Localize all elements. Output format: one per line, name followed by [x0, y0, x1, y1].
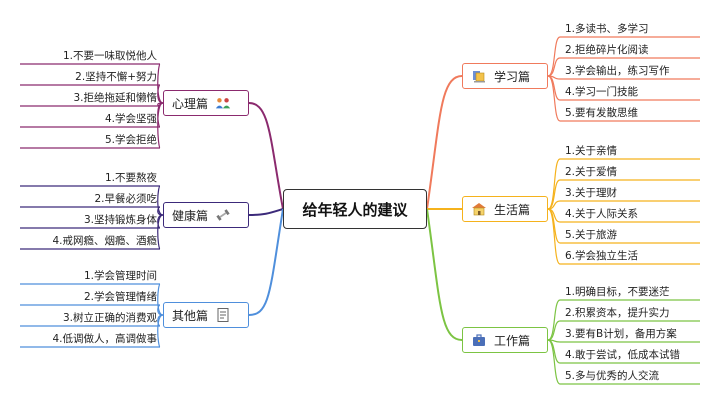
central-topic-label: 给年轻人的建议: [302, 200, 408, 219]
link-psych-1: [157, 63, 164, 104]
leaf-work-2[interactable]: 2.积累资本，提升实力: [565, 307, 670, 319]
leaf-other-4[interactable]: 4.低调做人，高调做事: [52, 333, 157, 345]
branch-health-label: 健康篇: [172, 208, 209, 223]
leaf-other-2[interactable]: 2.学会管理情绪: [83, 291, 157, 303]
connector-psych: [248, 102, 284, 210]
link-study-1: [547, 36, 561, 77]
house-icon: [471, 201, 487, 217]
link-work-5: [547, 339, 561, 385]
link-study-5: [547, 75, 561, 122]
leaf-study-4[interactable]: 4.学习一门技能: [565, 86, 639, 98]
leaf-health-4[interactable]: 4.戒网瘾、烟瘾、酒瘾: [52, 235, 157, 247]
leaf-health-1[interactable]: 1.不要熬夜: [104, 172, 157, 184]
branch-psych-label: 心理篇: [172, 96, 209, 111]
branch-other[interactable]: 其他篇: [163, 302, 249, 328]
branch-life[interactable]: 生活篇: [462, 196, 548, 222]
leaf-psych-4[interactable]: 4.学会坚强: [104, 113, 157, 125]
leaf-work-3[interactable]: 3.要有B计划，备用方案: [565, 328, 677, 340]
connector-work: [426, 208, 463, 341]
connector-other: [248, 208, 284, 316]
link-work-1: [547, 299, 561, 341]
link-other-1: [157, 283, 164, 316]
document-icon: [215, 307, 231, 323]
link-psych-5: [157, 102, 164, 149]
leaf-study-5[interactable]: 5.要有发散思维: [565, 107, 639, 119]
leaf-study-1[interactable]: 1.多读书、多学习: [565, 23, 649, 35]
branch-work-label: 工作篇: [494, 333, 531, 348]
branch-work[interactable]: 工作篇: [462, 327, 548, 353]
branch-study[interactable]: 学习篇: [462, 63, 548, 89]
leaf-study-2[interactable]: 2.拒绝碎片化阅读: [565, 44, 649, 56]
leaf-life-4[interactable]: 4.关于人际关系: [565, 208, 639, 220]
leaf-psych-1[interactable]: 1.不要一味取悦他人: [62, 50, 157, 62]
branch-study-label: 学习篇: [494, 69, 531, 84]
briefcase-icon: [471, 332, 487, 348]
leaf-psych-2[interactable]: 2.坚持不懈+努力: [75, 71, 157, 83]
people-icon: [215, 95, 231, 111]
leaf-work-5[interactable]: 5.多与优秀的人交流: [565, 370, 660, 382]
leaf-other-1[interactable]: 1.学会管理时间: [83, 270, 157, 282]
leaf-health-3[interactable]: 3.坚持锻炼身体: [83, 214, 157, 226]
branch-health[interactable]: 健康篇: [163, 202, 249, 228]
branch-other-label: 其他篇: [172, 308, 209, 323]
leaf-psych-3[interactable]: 3.拒绝拖延和懒惰: [73, 92, 157, 104]
book-stack-icon: [471, 68, 487, 84]
leaf-work-4[interactable]: 4.敢于尝试，低成本试错: [565, 349, 681, 361]
leaf-psych-5[interactable]: 5.学会拒绝: [104, 134, 157, 146]
link-other-4: [157, 314, 164, 348]
leaf-life-2[interactable]: 2.关于爱情: [565, 166, 618, 178]
connector-health: [248, 208, 284, 216]
link-life-2: [547, 179, 561, 210]
leaf-life-5[interactable]: 5.关于旅游: [565, 229, 618, 241]
connector-study: [426, 75, 463, 210]
dumbbell-icon: [215, 207, 231, 223]
link-health-1: [157, 185, 164, 216]
leaf-health-2[interactable]: 2.早餐必须吃: [94, 193, 157, 205]
leaf-life-6[interactable]: 6.学会独立生活: [565, 250, 639, 262]
branch-psych[interactable]: 心理篇: [163, 90, 249, 116]
leaf-life-1[interactable]: 1.关于亲情: [565, 145, 618, 157]
leaf-other-3[interactable]: 3.树立正确的消费观: [62, 312, 157, 324]
link-life-6: [547, 208, 561, 265]
central-topic[interactable]: 给年轻人的建议: [283, 189, 427, 229]
leaf-work-1[interactable]: 1.明确目标，不要迷茫: [565, 286, 670, 298]
branch-life-label: 生活篇: [494, 202, 531, 217]
leaf-study-3[interactable]: 3.学会输出，练习写作: [565, 65, 670, 77]
link-health-4: [157, 214, 164, 250]
leaf-life-3[interactable]: 3.关于理财: [565, 187, 618, 199]
